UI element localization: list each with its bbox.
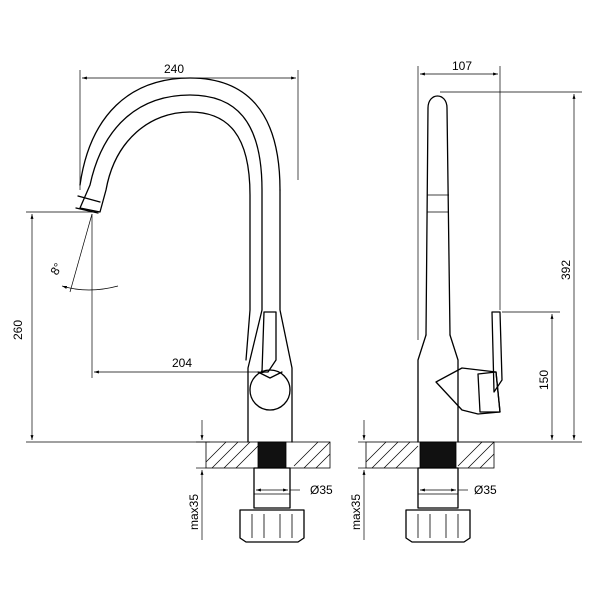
dim-hole-diameter-side: Ø35 <box>474 483 497 497</box>
front-faucet-outline <box>79 94 263 443</box>
dim-hole-diameter-front: Ø35 <box>310 483 333 497</box>
dim-total-height: 392 <box>559 260 573 280</box>
dim-spray-angle: 8° <box>47 260 65 277</box>
side-worktop <box>365 441 495 469</box>
dim-spout-reach: 240 <box>164 62 184 76</box>
front-mounting-nut <box>239 467 305 543</box>
side-mounting-nut <box>405 467 471 543</box>
dim-depth: 107 <box>452 59 472 73</box>
front-aerator <box>75 195 101 214</box>
front-knob <box>249 369 291 411</box>
front-handle <box>261 311 277 373</box>
side-handle <box>491 311 503 393</box>
side-neck <box>425 95 451 336</box>
front-worktop <box>205 441 331 469</box>
dim-handle-height: 150 <box>537 370 551 390</box>
front-knob-notch <box>257 371 283 379</box>
dim-max-thickness-front: max35 <box>187 494 201 530</box>
front-body-right <box>279 189 293 443</box>
dim-outlet-height: 260 <box>11 320 25 340</box>
side-cartridge-cap <box>477 371 501 413</box>
side-view: 107 392 150 Ø35 max35 <box>349 59 582 543</box>
side-cartridge <box>435 367 501 415</box>
front-view: 240 260 204 8° Ø35 max35 <box>11 62 333 543</box>
side-body <box>417 334 459 443</box>
dim-spout-to-body: 204 <box>172 356 192 370</box>
dim-max-thickness-side: max35 <box>349 494 363 530</box>
